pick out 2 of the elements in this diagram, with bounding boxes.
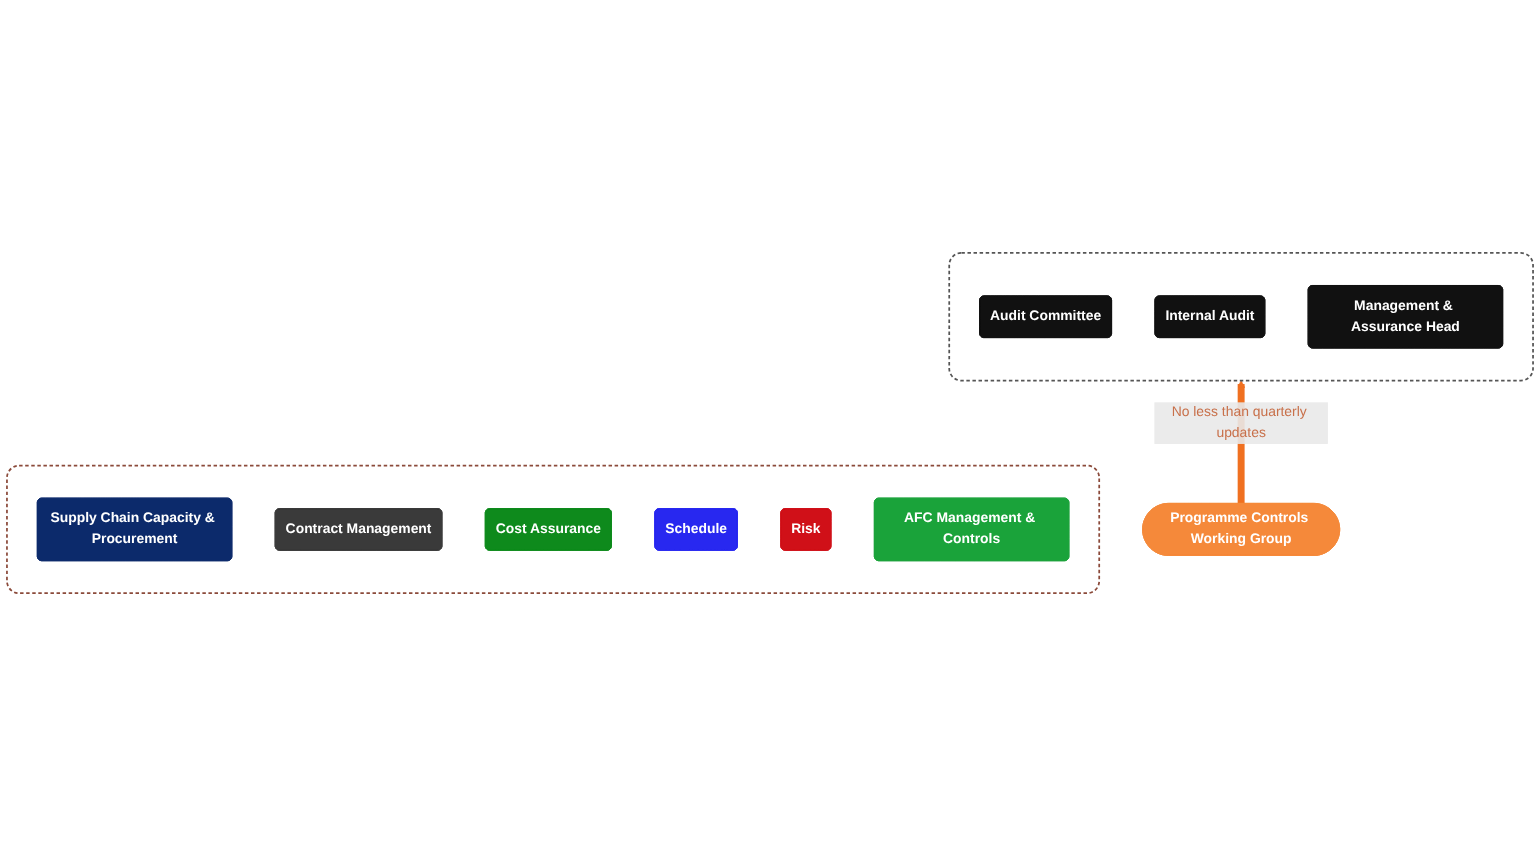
cluster	[948, 252, 1534, 382]
cluster	[6, 464, 1101, 594]
